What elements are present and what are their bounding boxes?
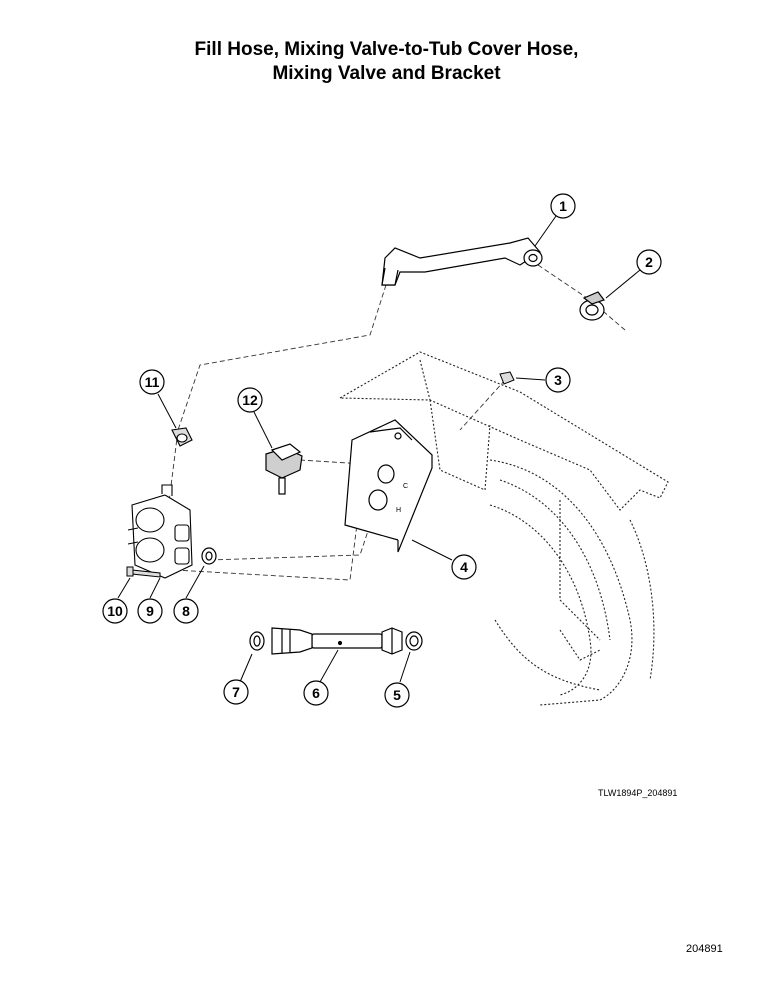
callout-circle-1 xyxy=(550,193,576,219)
small-clamp-part xyxy=(171,427,193,447)
callout-label-7: 7 xyxy=(232,684,240,700)
callout-circle-6 xyxy=(303,680,329,706)
washer-part-7 xyxy=(249,631,265,651)
callout-circle-12 xyxy=(237,387,263,413)
callout-leaders xyxy=(117,215,641,683)
fill-hose-part xyxy=(381,237,543,286)
drawing-code: TLW1894P_204891 xyxy=(598,788,678,798)
callout-numbers: 1 2 3 4 5 6 7 8 9 10 11 12 xyxy=(107,198,653,703)
callout-circle-5 xyxy=(384,682,410,708)
callout-label-1: 1 xyxy=(559,198,567,214)
callout-label-11: 11 xyxy=(145,374,160,390)
callout-circle-11 xyxy=(139,369,165,395)
callout-label-9: 9 xyxy=(146,603,154,619)
washer-part-5 xyxy=(405,631,423,651)
callout-label-12: 12 xyxy=(242,392,258,408)
bracket-part: C H xyxy=(344,419,433,553)
callout-circle-9 xyxy=(137,598,163,624)
title-line-1: Fill Hose, Mixing Valve-to-Tub Cover Hos… xyxy=(194,39,579,60)
mixing-valve-part xyxy=(127,484,193,579)
valve-to-tub-hose-part xyxy=(271,627,403,655)
pressure-switch-part xyxy=(265,443,303,495)
callout-circle-3 xyxy=(545,367,571,393)
title-line-2: Mixing Valve and Bracket xyxy=(272,63,501,84)
page-title: Fill Hose, Mixing Valve-to-Tub Cover Hos… xyxy=(0,38,773,86)
callout-label-2: 2 xyxy=(645,254,653,270)
callout-circle-2 xyxy=(636,249,662,275)
callout-label-5: 5 xyxy=(393,687,401,703)
screw-part-10 xyxy=(126,566,161,578)
callout-circles xyxy=(102,193,662,708)
callout-circle-8 xyxy=(173,598,199,624)
callout-label-6: 6 xyxy=(312,685,320,701)
callout-circle-7 xyxy=(223,679,249,705)
washer-part-8 xyxy=(201,547,217,565)
callout-label-10: 10 xyxy=(107,603,123,619)
bracket-cold-mark: C xyxy=(403,483,408,490)
callout-label-8: 8 xyxy=(182,603,190,619)
tub-cover-outline xyxy=(338,351,669,706)
callout-circle-10 xyxy=(102,598,128,624)
callout-label-3: 3 xyxy=(554,372,562,388)
screw-part-3 xyxy=(499,371,515,385)
hose-clamp-part xyxy=(579,291,605,321)
callout-circle-4 xyxy=(451,554,477,580)
page-code: 204891 xyxy=(686,943,723,955)
bracket-hot-mark: H xyxy=(396,507,401,514)
callout-label-4: 4 xyxy=(460,559,468,575)
